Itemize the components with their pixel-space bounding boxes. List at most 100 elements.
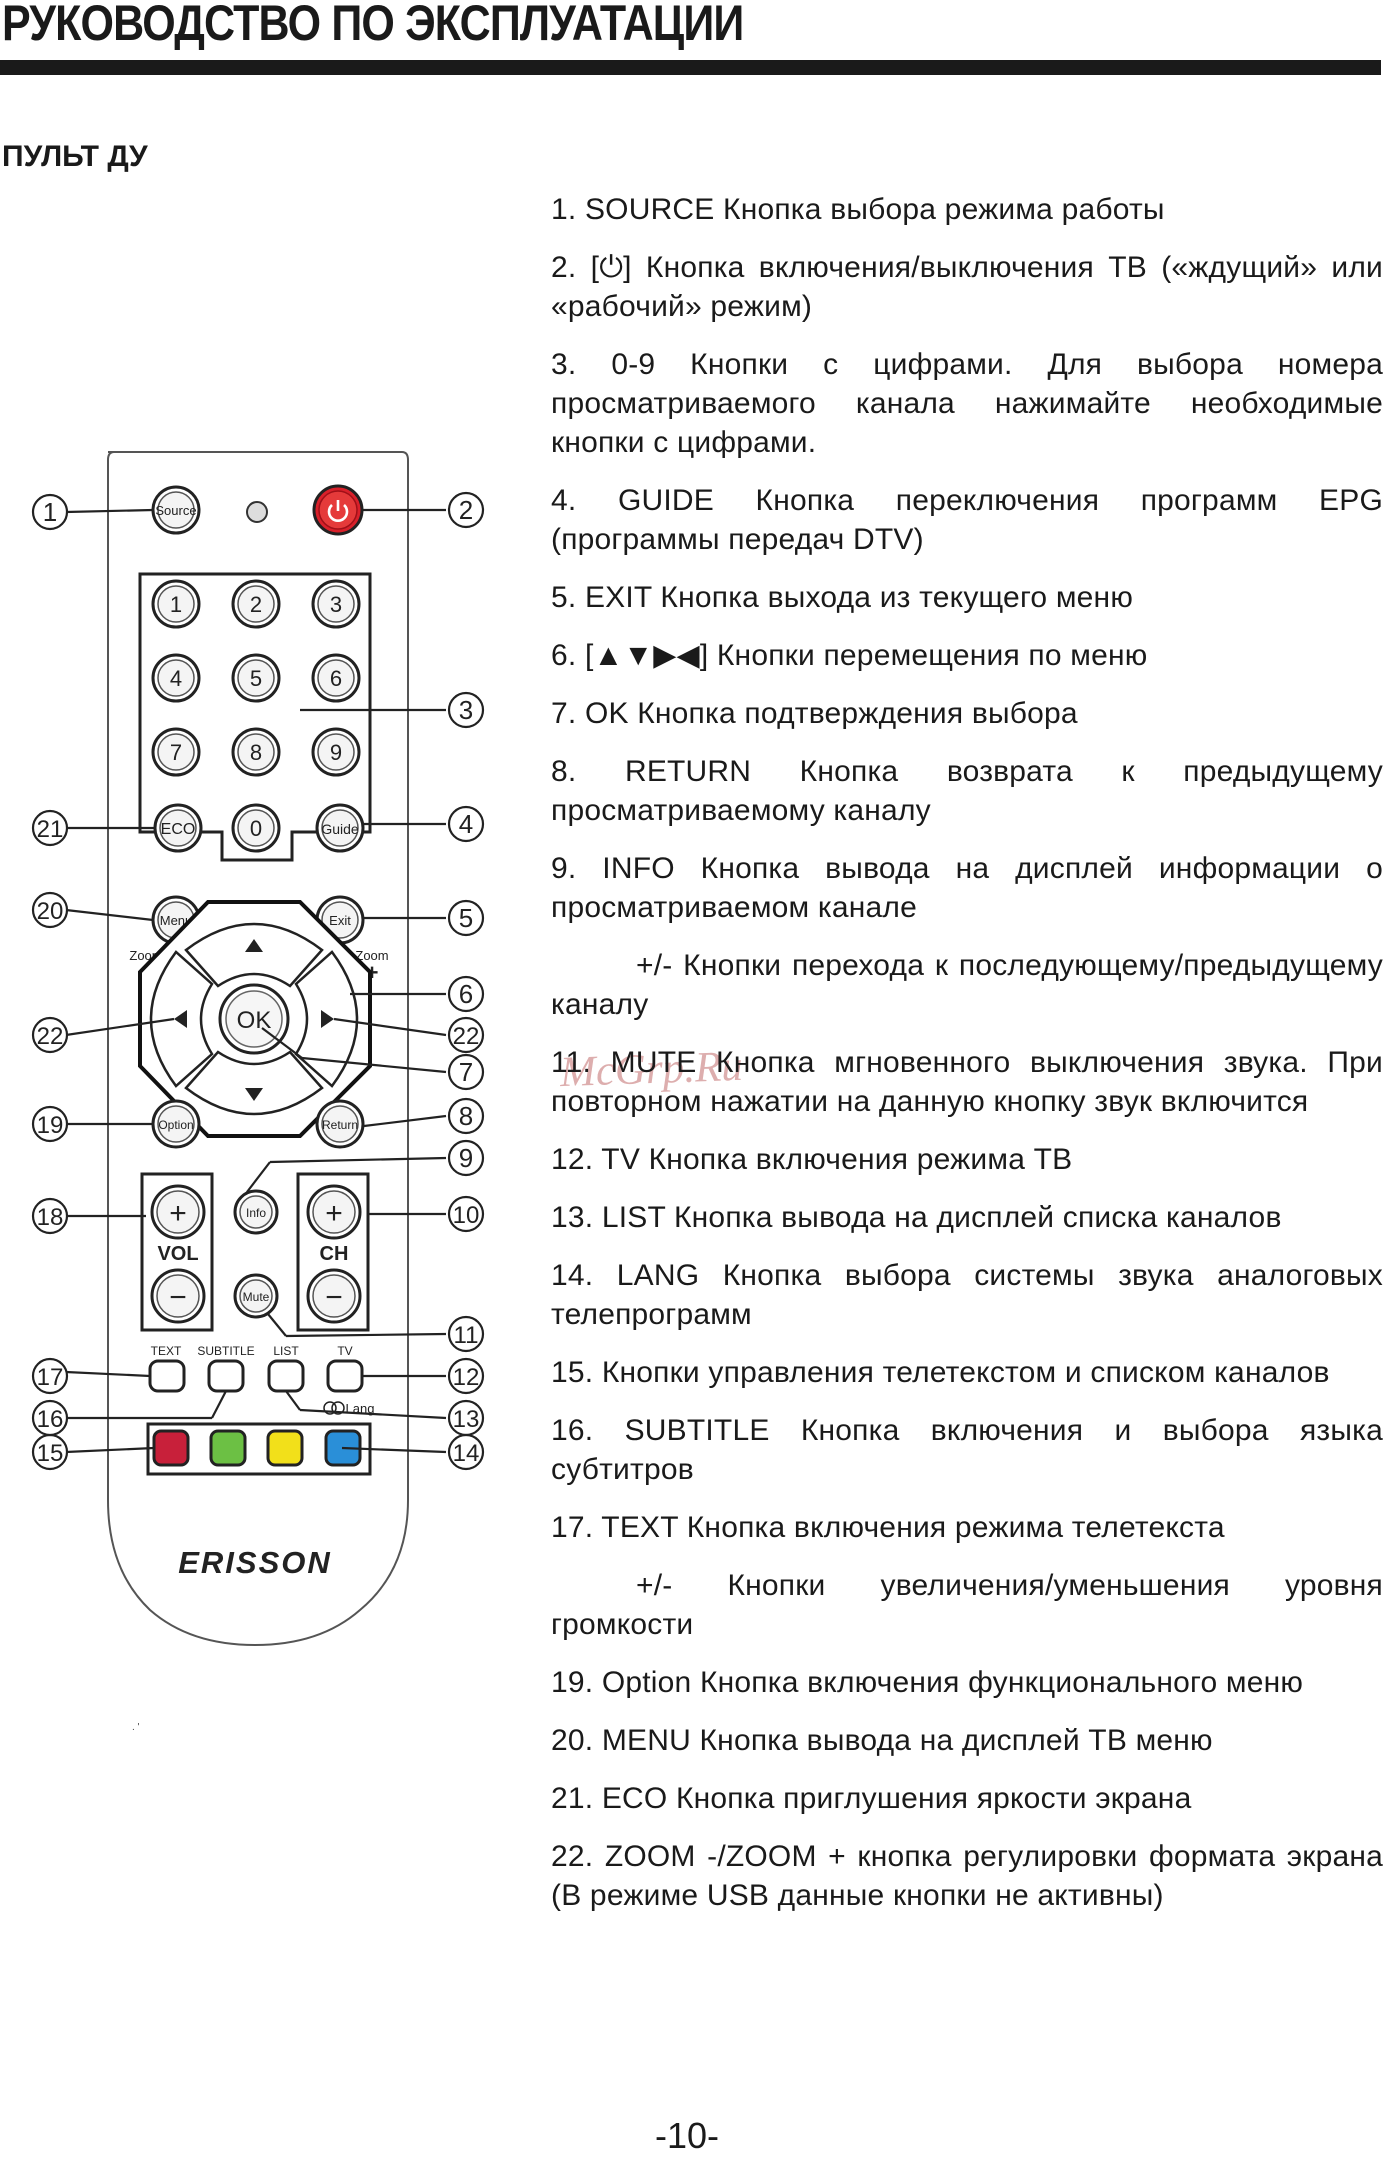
digit-label: 8 xyxy=(250,740,262,765)
callout-number: 21 xyxy=(37,816,64,843)
digit-button-1[interactable]: 1 xyxy=(151,579,201,629)
return-button[interactable]: Return xyxy=(315,1099,365,1149)
digit-label: 7 xyxy=(170,740,182,765)
callout-number: 18 xyxy=(37,1204,64,1231)
description-item: +/- Кнопки перехода к последующему/преды… xyxy=(551,949,1383,1021)
digit-label: 4 xyxy=(170,666,182,691)
list-label: LIST xyxy=(273,1344,299,1358)
callout-22: 22 xyxy=(31,1016,69,1054)
leader-lines xyxy=(65,508,447,1454)
digit-label: 9 xyxy=(330,740,342,765)
callout-16: 16 xyxy=(31,1399,69,1437)
callout-number: 1 xyxy=(43,497,57,527)
indicator-led xyxy=(246,501,268,523)
description-item: 3. 0-9 Кнопки с цифрами. Для выбора номе… xyxy=(551,348,1383,459)
svg-text:−: − xyxy=(169,1281,187,1314)
nav-up-button[interactable] xyxy=(184,922,324,988)
callout-number: 6 xyxy=(459,979,473,1009)
digit-button-0[interactable]: 0 xyxy=(231,803,281,853)
eco-label: ECO xyxy=(161,821,196,838)
digit-label: 6 xyxy=(330,666,342,691)
option-label: Option xyxy=(158,1118,193,1132)
section-title: ПУЛЬТ ДУ xyxy=(2,140,148,173)
callout-number: 17 xyxy=(37,1364,64,1391)
digit-button-5[interactable]: 5 xyxy=(231,653,281,703)
description-item: 1. SOURCE Кнопка выбора режима работы xyxy=(551,193,1165,226)
ch-plus-button[interactable]: + xyxy=(306,1184,362,1240)
nav-down-button[interactable] xyxy=(184,1050,324,1116)
description-item: 5. EXIT Кнопка выхода из текущего меню xyxy=(551,581,1134,614)
green-button[interactable] xyxy=(209,1429,247,1467)
yellow-button[interactable] xyxy=(266,1429,304,1467)
ch-frame xyxy=(296,1172,370,1332)
power-icon xyxy=(327,500,349,522)
left-arrow-icon xyxy=(174,1010,187,1028)
callout-number: 9 xyxy=(459,1143,473,1173)
description-item: 13. LIST Кнопка вывода на дисплей списка… xyxy=(551,1201,1282,1234)
digit-button-2[interactable]: 2 xyxy=(231,579,281,629)
down-arrow-icon xyxy=(245,1088,263,1101)
description-item: +/- Кнопки увеличения/уменьшения уровня … xyxy=(551,1569,1383,1641)
description-item: 21. ECO Кнопка приглушения яркости экран… xyxy=(551,1782,1192,1815)
description-item: 9. INFO Кнопка вывода на дисплей информа… xyxy=(551,852,1383,924)
ch-minus-button[interactable]: − xyxy=(306,1268,362,1324)
description-item: 2. [⏻] Кнопка включения/выключения ТВ («… xyxy=(551,251,1383,323)
description-item: 12. TV Кнопка включения режима ТВ xyxy=(551,1143,1073,1176)
callout-20: 20 xyxy=(31,891,69,929)
digit-button-7[interactable]: 7 xyxy=(151,727,201,777)
eco-button[interactable]: ECO xyxy=(153,803,203,853)
tv-label: TV xyxy=(337,1344,352,1358)
mute-label: Mute xyxy=(243,1290,270,1304)
digit-label: 3 xyxy=(330,592,342,617)
info-button[interactable]: Info xyxy=(233,1189,279,1235)
source-button[interactable]: Source xyxy=(151,485,201,535)
callout-number: 13 xyxy=(453,1406,480,1433)
list-button[interactable] xyxy=(267,1359,305,1393)
description-item: 8. RETURN Кнопка возврата к предыдущему … xyxy=(551,755,1383,827)
callout-18: 18 xyxy=(31,1197,69,1235)
power-button[interactable] xyxy=(312,484,364,536)
digit-button-3[interactable]: 3 xyxy=(311,579,361,629)
description-item: 14. LANG Кнопка выбора системы звука ана… xyxy=(551,1259,1383,1331)
callout-1: 1 xyxy=(31,493,69,531)
digit-button-8[interactable]: 8 xyxy=(231,727,281,777)
digit-button-4[interactable]: 4 xyxy=(151,653,201,703)
callout-2: 2 xyxy=(447,491,485,529)
callout-8: 8 xyxy=(447,1097,485,1135)
source-label: Source xyxy=(155,503,196,518)
callout-number: 12 xyxy=(453,1364,480,1391)
vol-minus-button[interactable]: − xyxy=(150,1268,206,1324)
digit-button-9[interactable]: 9 xyxy=(311,727,361,777)
callout-number: 3 xyxy=(459,695,473,725)
text-button[interactable] xyxy=(148,1359,186,1393)
callout-7: 7 xyxy=(447,1053,485,1091)
callout-number: 14 xyxy=(453,1440,480,1467)
callout-number: 5 xyxy=(459,903,473,933)
mute-button[interactable]: Mute xyxy=(233,1273,279,1319)
guide-label: Guide xyxy=(321,821,359,837)
digit-label: 5 xyxy=(250,666,262,691)
callout-number: 2 xyxy=(459,495,473,525)
description-item: 6. [▲▼▶◀] Кнопки перемещения по меню xyxy=(551,639,1148,672)
tv-button[interactable] xyxy=(326,1359,364,1393)
up-arrow-icon xyxy=(245,939,263,952)
option-button[interactable]: Option xyxy=(151,1099,201,1149)
brand-logo: ERISSON xyxy=(178,1545,332,1580)
digit-button-6[interactable]: 6 xyxy=(311,653,361,703)
vol-plus-button[interactable]: + xyxy=(150,1184,206,1240)
callout-number: 19 xyxy=(37,1112,64,1139)
description-item: 17. TEXT Кнопка включения режима телетек… xyxy=(551,1511,1225,1544)
red-button[interactable] xyxy=(152,1429,190,1467)
subtitle-button[interactable] xyxy=(207,1359,245,1393)
svg-text:−: − xyxy=(325,1281,343,1314)
callout-19: 19 xyxy=(31,1105,69,1143)
guide-button[interactable]: Guide xyxy=(315,803,365,853)
description-item: 11. MUTE Кнопка мгновенного выключения з… xyxy=(551,1046,1383,1118)
title-rule xyxy=(0,60,1381,75)
callout-number: 20 xyxy=(37,898,64,925)
text-label: TEXT xyxy=(151,1344,182,1358)
description-item: 15. Кнопки управления телетекстом и спис… xyxy=(551,1356,1330,1389)
callout-4: 4 xyxy=(447,805,485,843)
callout-6: 6 xyxy=(447,975,485,1013)
